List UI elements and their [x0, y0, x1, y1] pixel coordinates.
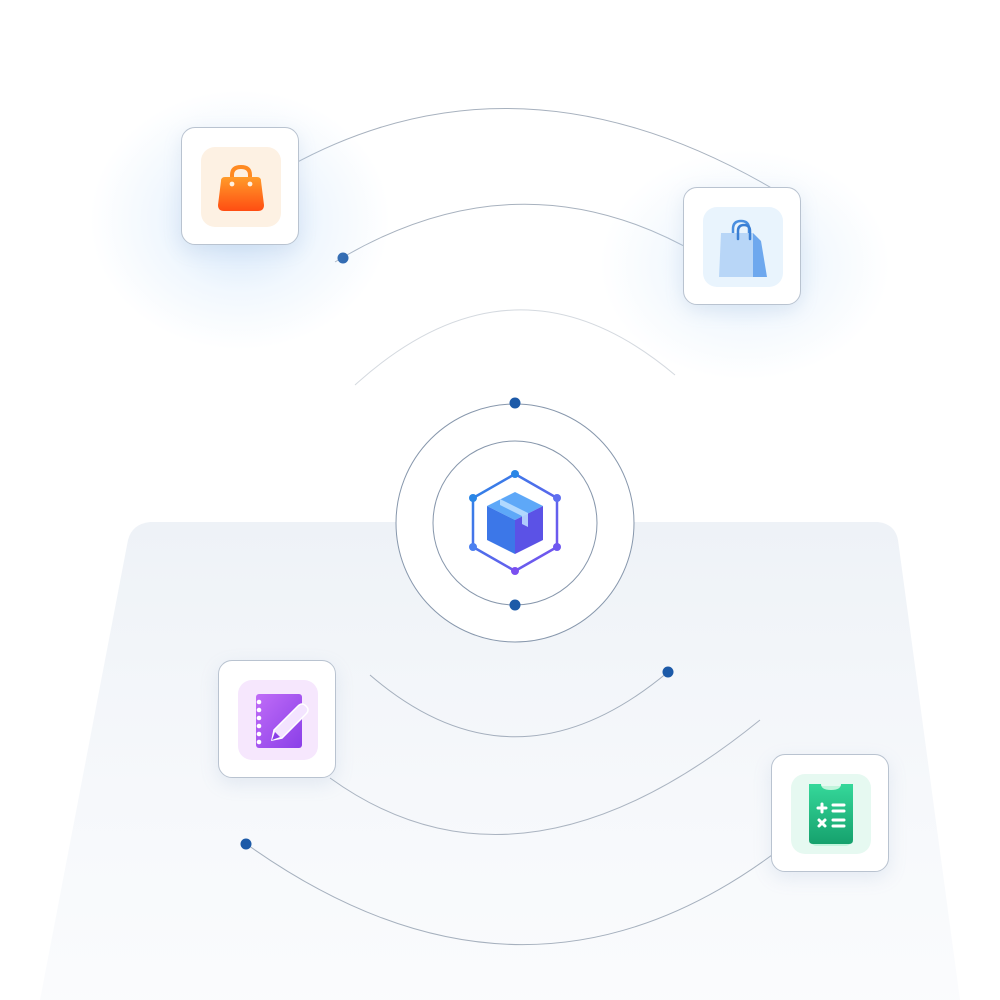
icon-tile: [703, 207, 783, 287]
icon-tile: [201, 147, 281, 227]
icon-tile: [791, 774, 871, 854]
notebook-pencil-icon: [256, 694, 309, 748]
package-box-icon: [469, 470, 561, 575]
connection-arc: [354, 309, 676, 386]
connection-dot: [662, 666, 674, 678]
connection-dot: [240, 838, 252, 850]
platform-shape: [40, 522, 960, 1000]
connection-arc: [334, 203, 701, 263]
node-card-calculator[interactable]: [771, 754, 889, 872]
calculator-icon: [809, 784, 853, 846]
connection-dot: [509, 599, 521, 611]
connection-arc: [369, 671, 669, 738]
connection-arc: [329, 719, 761, 835]
handbag-icon: [218, 164, 264, 211]
node-card-shopping-bag[interactable]: [683, 187, 801, 305]
node-card-notebook[interactable]: [218, 660, 336, 778]
node-card-handbag[interactable]: [181, 127, 299, 245]
icon-tile: [238, 680, 318, 760]
connection-arc: [244, 842, 773, 946]
shopping-bag-icon: [719, 219, 767, 277]
connection-dot: [337, 252, 349, 264]
connection-arc: [289, 107, 776, 191]
connection-dot: [509, 397, 521, 409]
